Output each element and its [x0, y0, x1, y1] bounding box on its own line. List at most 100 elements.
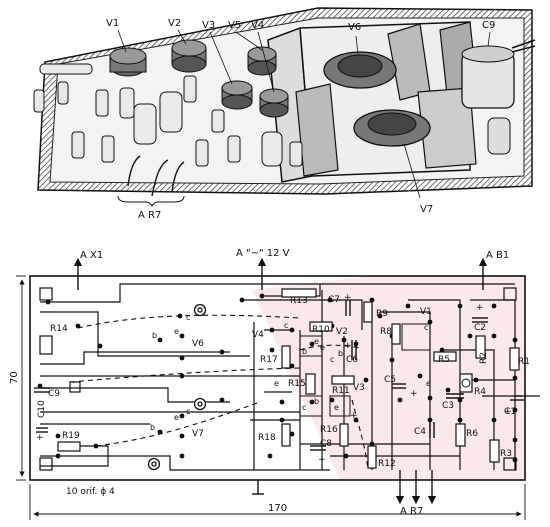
label-r5: R5 — [438, 355, 450, 365]
pcb-resistors — [39, 288, 520, 469]
label-r2: R2 — [479, 352, 489, 364]
leader-lines-top — [117, 29, 491, 199]
svg-text:+: + — [350, 411, 358, 421]
ar7-brace — [117, 195, 185, 208]
label-v7-top: V7 — [420, 204, 433, 215]
terminal-ar7: A R7 — [400, 506, 423, 517]
resistor-r8 — [391, 323, 401, 345]
label-r11: R11 — [332, 386, 350, 396]
label-c1: C1 — [504, 407, 516, 417]
label-v2: V2 — [336, 327, 348, 337]
label-r16: R16 — [320, 425, 338, 435]
terminal-supply: A "−" 12 V — [236, 248, 290, 259]
label-r1: R1 — [518, 357, 530, 367]
transistor-v2-top — [171, 39, 207, 73]
pin-v4-e: e — [314, 337, 319, 346]
pin-v6-b: b — [152, 331, 157, 340]
svg-text:+: + — [344, 341, 352, 351]
resistor-r12 — [367, 445, 377, 469]
label-r17: R17 — [260, 355, 278, 365]
label-v3-top: V3 — [202, 20, 215, 31]
pin-v2-c: c — [330, 355, 334, 364]
label-c4: C4 — [414, 427, 426, 437]
label-v6: V6 — [192, 339, 204, 349]
resistor-r2 — [475, 335, 486, 359]
resistor-r14 — [39, 335, 53, 355]
pin-v3-c: c — [302, 403, 306, 412]
transistor-v6-top — [323, 51, 397, 89]
transistor-v7-top — [353, 109, 431, 147]
label-c2: C2 — [474, 323, 486, 333]
trimmer-r4 — [461, 378, 471, 388]
resistor-r15 — [305, 373, 316, 395]
pin-v3-b: b — [314, 397, 319, 406]
dimension-height: 70 — [9, 371, 20, 384]
label-v5-top: V5 — [228, 20, 241, 31]
label-r9: R9 — [376, 309, 388, 319]
pcb-layout: ++ ++ ++ ++ A X1 A "−" 12 V A — [9, 248, 540, 520]
resistor-r16 — [339, 423, 349, 447]
transistor-v3-top — [221, 80, 253, 110]
pin-v3-e: e — [334, 403, 339, 412]
svg-text:+: + — [504, 407, 512, 417]
transistor-outlines — [299, 323, 431, 417]
label-c8: C8 — [320, 439, 332, 449]
label-v3: V3 — [353, 383, 365, 393]
pin-v2-b: b — [338, 349, 343, 358]
pin-v1-e: e — [426, 379, 431, 388]
perspective-view: V1 V2 V3 V5 V4 V6 C9 V7 A R7 — [33, 7, 536, 221]
transistor-v5-top — [247, 46, 277, 76]
label-c6: C6 — [346, 355, 358, 365]
label-r18: R18 — [258, 433, 276, 443]
pin-v4-b: b — [302, 347, 307, 356]
label-r6: R6 — [466, 429, 478, 439]
resistors-top — [33, 63, 303, 167]
label-v1: V1 — [420, 307, 432, 317]
label-v1-top: V1 — [106, 18, 119, 29]
pcb-pads-ring — [147, 303, 207, 471]
pin-v7-c: c — [186, 407, 190, 416]
label-c7: C7 — [328, 295, 340, 305]
label-v7: V7 — [192, 429, 204, 439]
resistor-r3 — [489, 439, 500, 463]
board-outline — [29, 275, 526, 481]
pin-v5-e: e — [274, 379, 279, 388]
label-c10: C10 — [37, 400, 47, 418]
terminal-ab1: A B1 — [486, 250, 509, 261]
svg-text:+: + — [344, 293, 352, 303]
dimension-width: 170 — [268, 503, 287, 514]
resistor-r17 — [281, 345, 291, 369]
label-r10: R10 — [312, 325, 330, 335]
polarity-marks: ++ ++ ++ ++ — [36, 293, 512, 465]
label-v4-top: V4 — [251, 20, 264, 31]
label-ar7-top: A R7 — [138, 210, 161, 221]
label-r19: R19 — [62, 431, 80, 441]
mounting-holes — [39, 287, 517, 471]
dimension-lines — [16, 275, 526, 520]
transistor-v4-top — [259, 88, 289, 118]
terminal-arrows — [73, 257, 488, 505]
label-c3: C3 — [442, 401, 454, 411]
label-v6-top: V6 — [348, 22, 361, 33]
resistor-r19 — [57, 441, 81, 452]
resistor-r13 — [281, 288, 317, 298]
pin-v1-c: c — [424, 323, 428, 332]
resistor-r6 — [455, 423, 466, 447]
label-r12: R12 — [378, 459, 396, 469]
pcb-capacitors — [34, 300, 524, 451]
ar7-wires — [127, 155, 185, 197]
pin-v2-e: e — [320, 343, 325, 352]
resistor-r10 — [309, 321, 333, 332]
label-c5: C5 — [384, 375, 396, 385]
pin-v6-e: e — [174, 327, 179, 336]
label-v2-top: V2 — [168, 18, 181, 29]
svg-text:+: + — [318, 455, 326, 465]
capacitor-small-top — [487, 117, 511, 155]
label-r13: R13 — [290, 296, 308, 306]
pin-v7-e: e — [174, 413, 179, 422]
label-c9: C9 — [48, 389, 60, 399]
svg-text:+: + — [410, 389, 418, 399]
label-c9-top: C9 — [482, 20, 495, 31]
resistor-r9 — [363, 301, 373, 323]
